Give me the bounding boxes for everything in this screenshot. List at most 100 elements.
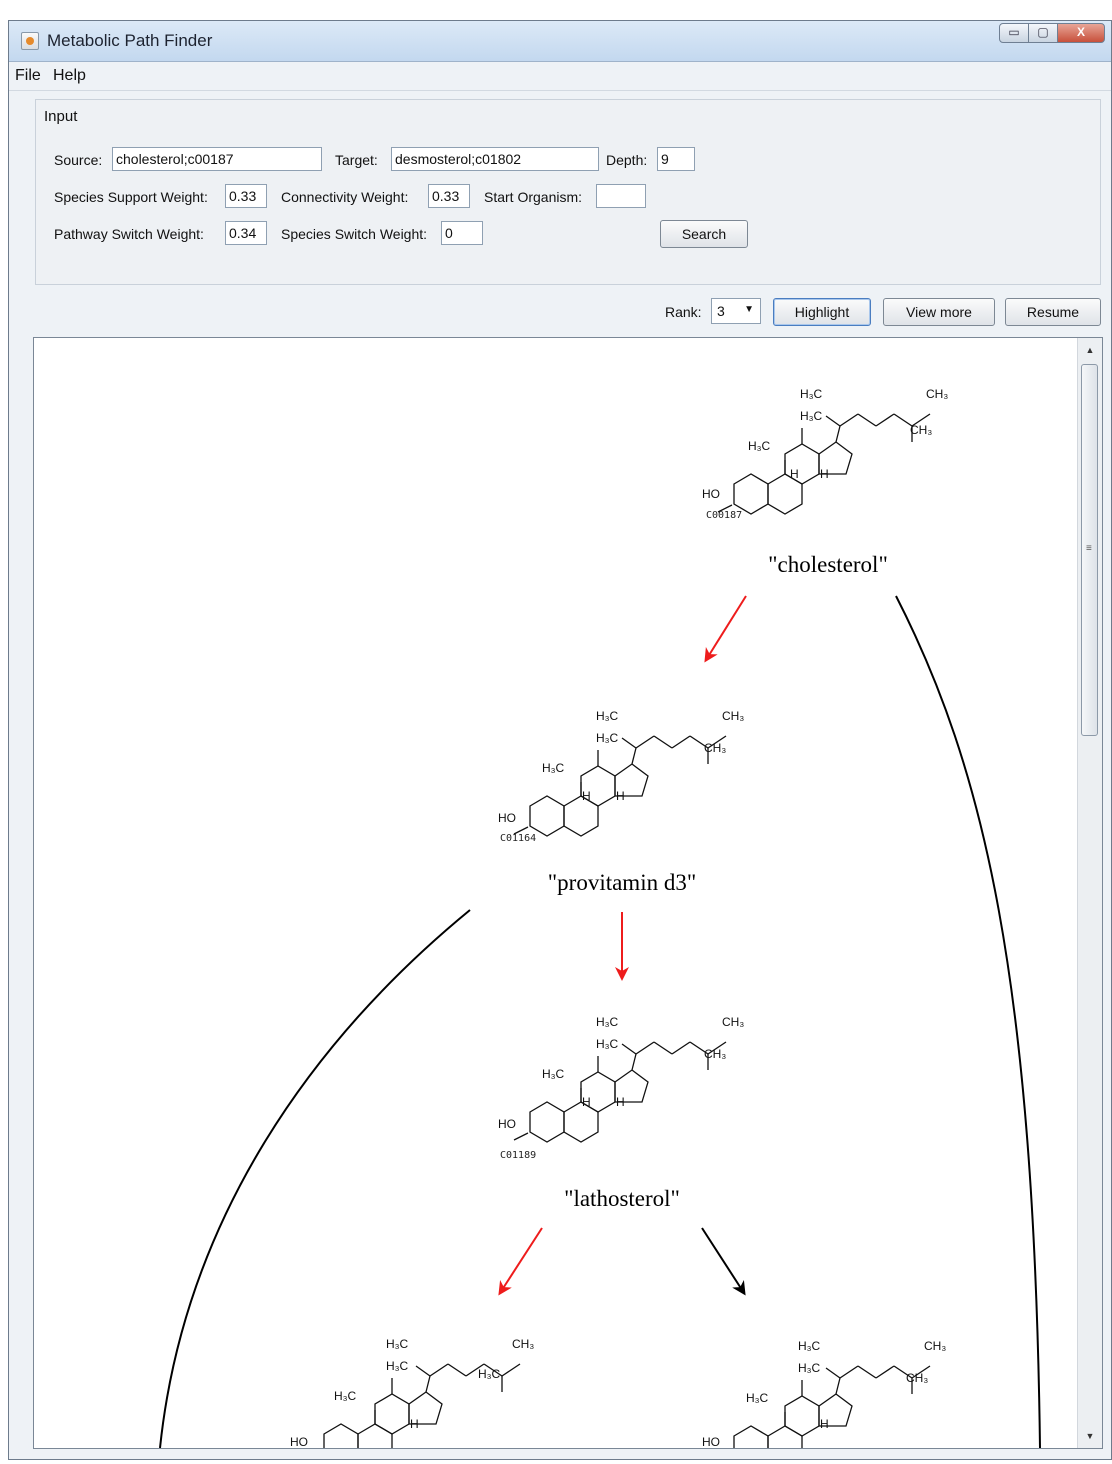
target-label: Target: (335, 152, 378, 168)
atom-label-ho: HO (702, 1435, 720, 1448)
rank-label: Rank: (665, 304, 702, 320)
atom-label-ch3: CH₃ (926, 387, 948, 401)
molecule-structure (513, 735, 727, 837)
edge-arrow-lathosterol-to-left (498, 1227, 543, 1296)
connectivity-input[interactable] (428, 184, 470, 208)
depth-input[interactable] (657, 147, 695, 171)
app-window: Metabolic Path Finder ▭ ▢ X File Help In… (8, 20, 1112, 1460)
molecule-structure (513, 1041, 727, 1143)
edge-curve-right (895, 595, 1041, 1448)
atom-label-ho: HO (498, 811, 516, 825)
pathway-switch-label: Pathway Switch Weight: (54, 226, 204, 242)
atom-label-ho: HO (498, 1117, 516, 1131)
compound-name: "provitamin d3" (548, 870, 696, 895)
atom-label-h: H (582, 1095, 591, 1109)
edge-arrow-cholesterol-to-provitamin (704, 595, 747, 663)
atom-label-h: H (582, 789, 591, 803)
node-bottom-right[interactable]: H₃C CH₃ H₃C CH₃ H₃C H HO (702, 1339, 946, 1448)
species-switch-label: Species Switch Weight: (281, 226, 428, 242)
atom-label-h: H (820, 467, 829, 481)
atom-label-ch3: CH₃ (704, 1047, 726, 1061)
atom-label-h3c: H₃C (800, 387, 823, 401)
target-input[interactable] (391, 147, 599, 171)
search-button[interactable]: Search (660, 220, 748, 248)
atom-label-ch3: CH₃ (910, 423, 932, 437)
atom-label-h: H (790, 467, 799, 481)
input-panel: Input Source: Target: Depth: Species Sup… (35, 99, 1101, 285)
edge-curve-left (159, 909, 471, 1448)
scroll-down-icon[interactable]: ▼ (1085, 1431, 1095, 1441)
atom-label-h3c: H₃C (798, 1361, 821, 1375)
atom-label-h3c: H₃C (596, 731, 619, 745)
menu-help[interactable]: Help (53, 67, 86, 84)
atom-label-ch3: CH₃ (704, 741, 726, 755)
atom-label-h: H (410, 1417, 419, 1431)
node-bottom-left[interactable]: H₃C CH₃ H₃C H₃C H₃C H HO (290, 1337, 534, 1448)
atom-label-ho: HO (290, 1435, 308, 1448)
start-organism-input[interactable] (596, 184, 646, 208)
atom-label-h3c: H₃C (542, 1067, 565, 1081)
source-label: Source: (54, 152, 103, 168)
menu-bar: File Help (9, 62, 1111, 91)
chevron-down-icon: ▼ (744, 304, 754, 315)
atom-label-ch3: CH₃ (924, 1339, 946, 1353)
atom-label-ch3: CH₃ (512, 1337, 534, 1351)
maximize-button[interactable]: ▢ (1028, 23, 1058, 43)
resume-button[interactable]: Resume (1005, 298, 1101, 326)
atom-label-h3c: H₃C (542, 761, 565, 775)
atom-label-h3c: H₃C (746, 1391, 769, 1405)
close-button[interactable]: X (1057, 23, 1105, 43)
molecule-structure (717, 413, 931, 515)
source-input[interactable] (112, 147, 322, 171)
atom-label-h3c: H₃C (386, 1359, 409, 1373)
window-controls: ▭ ▢ X (999, 23, 1105, 43)
atom-label-h3c: H₃C (800, 409, 823, 423)
atom-label-ho: HO (702, 487, 720, 501)
compound-id: C00187 (706, 510, 742, 521)
species-support-label: Species Support Weight: (54, 189, 208, 205)
grip-icon: ≡ (1086, 543, 1092, 554)
atom-label-h: H (616, 789, 625, 803)
node-provitamin-d3[interactable]: H₃C CH₃ H₃C CH₃ H₃C H H HO C01164 "provi… (498, 709, 744, 895)
atom-label-h3c: H₃C (478, 1367, 501, 1381)
input-panel-title: Input (44, 108, 78, 125)
view-more-button[interactable]: View more (883, 298, 995, 326)
atom-label-ch3: CH₃ (722, 709, 744, 723)
start-organism-label: Start Organism: (484, 189, 583, 205)
scrollbar-thumb[interactable]: ≡ (1081, 364, 1098, 736)
window-title: Metabolic Path Finder (47, 31, 213, 50)
edge-arrow-lathosterol-to-right (701, 1227, 746, 1296)
scroll-up-icon[interactable]: ▲ (1085, 345, 1095, 355)
minimize-button[interactable]: ▭ (999, 23, 1029, 43)
node-lathosterol[interactable]: H₃C CH₃ H₃C CH₃ H₃C H H HO C01189 "latho… (498, 1015, 744, 1211)
atom-label-ch3: CH₃ (906, 1371, 928, 1385)
atom-label-h3c: H₃C (596, 709, 619, 723)
vertical-scrollbar[interactable]: ▲ ≡ ▼ (1077, 338, 1102, 1448)
connectivity-label: Connectivity Weight: (281, 189, 409, 205)
java-app-icon (21, 32, 39, 50)
pathway-graph[interactable]: H₃C CH₃ H₃C CH₃ H₃C H H HO C00187 "chole… (34, 338, 1074, 1448)
compound-name: "cholesterol" (768, 552, 888, 577)
title-bar[interactable]: Metabolic Path Finder ▭ ▢ X (9, 21, 1111, 62)
atom-label-ch3: CH₃ (722, 1015, 744, 1029)
atom-label-h3c: H₃C (798, 1339, 821, 1353)
menu-file[interactable]: File (15, 67, 41, 84)
compound-name: "lathosterol" (564, 1186, 680, 1211)
graph-view[interactable]: H₃C CH₃ H₃C CH₃ H₃C H H HO C00187 "chole… (33, 337, 1103, 1449)
rank-value: 3 (717, 303, 725, 319)
species-switch-input[interactable] (441, 221, 483, 245)
highlight-button[interactable]: Highlight (773, 298, 871, 326)
atom-label-h3c: H₃C (596, 1037, 619, 1051)
atom-label-h3c: H₃C (748, 439, 771, 453)
node-cholesterol[interactable]: H₃C CH₃ H₃C CH₃ H₃C H H HO C00187 "chole… (702, 387, 948, 577)
species-support-input[interactable] (225, 184, 267, 208)
atom-label-h: H (616, 1095, 625, 1109)
pathway-switch-input[interactable] (225, 221, 267, 245)
compound-id: C01189 (500, 1150, 536, 1161)
atom-label-h3c: H₃C (334, 1389, 357, 1403)
molecule-structure (717, 1365, 931, 1448)
rank-dropdown[interactable]: 3 ▼ (711, 298, 761, 324)
depth-label: Depth: (606, 152, 648, 168)
atom-label-h3c: H₃C (596, 1015, 619, 1029)
atom-label-h3c: H₃C (386, 1337, 409, 1351)
